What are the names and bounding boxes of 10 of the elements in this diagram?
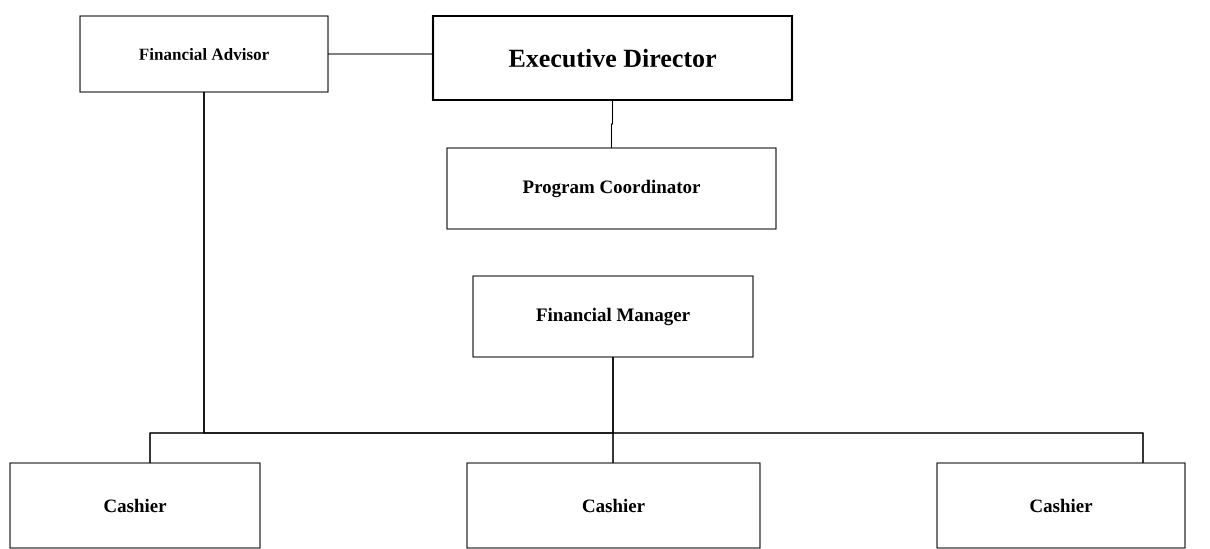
org-box: Financial Advisor xyxy=(79,15,329,93)
org-box: Cashier xyxy=(466,462,761,549)
connector-line xyxy=(610,99,614,149)
connector-line xyxy=(327,53,434,55)
org-box: Cashier xyxy=(936,462,1186,549)
org-box: Executive Director xyxy=(431,14,794,102)
connector-line xyxy=(203,91,1144,464)
org-box: Program Coordinator xyxy=(446,147,777,230)
org-box: Cashier xyxy=(9,462,261,549)
org-box: Financial Manager xyxy=(472,275,754,358)
